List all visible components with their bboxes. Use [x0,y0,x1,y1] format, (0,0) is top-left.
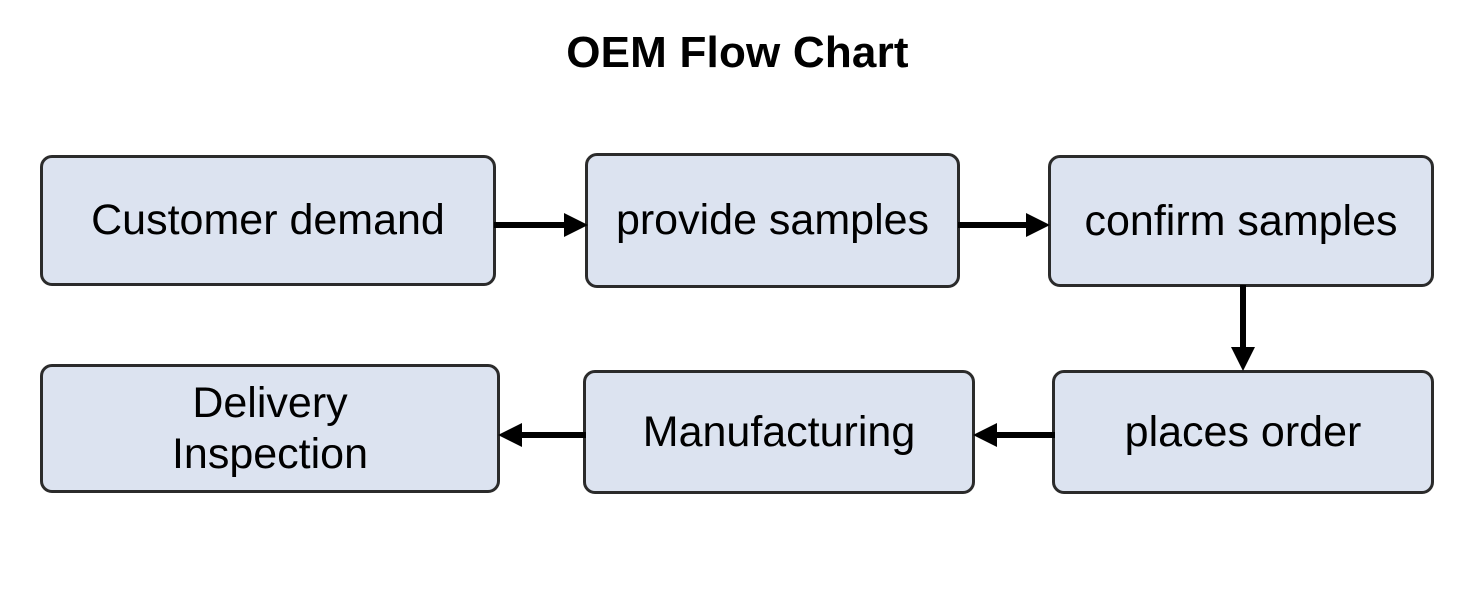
node-delivery-inspection[interactable]: Delivery Inspection [40,364,500,493]
node-provide-samples[interactable]: provide samples [585,153,960,288]
page-title: OEM Flow Chart [566,28,909,77]
node-customer-demand[interactable]: Customer demand [40,155,496,286]
node-places-order-label: places order [1124,407,1362,456]
node-provide-samples-label: provide samples [615,196,930,245]
edge-confirm-samples-to-places-order [1223,285,1263,373]
edge-places-order-to-manufacturing [973,415,1055,455]
node-places-order[interactable]: places order [1052,370,1434,494]
edge-manufacturing-to-delivery-inspection [498,415,586,455]
node-confirm-samples-label: confirm samples [1084,196,1398,245]
node-manufacturing[interactable]: Manufacturing [583,370,975,494]
node-customer-demand-label: Customer demand [91,196,445,245]
node-manufacturing-label: Manufacturing [642,407,916,456]
node-confirm-samples[interactable]: confirm samples [1048,155,1434,287]
edge-customer-demand-to-provide-samples [494,205,590,245]
node-delivery-inspection-label: Delivery Inspection [171,378,369,478]
edge-provide-samples-to-confirm-samples [958,205,1052,245]
